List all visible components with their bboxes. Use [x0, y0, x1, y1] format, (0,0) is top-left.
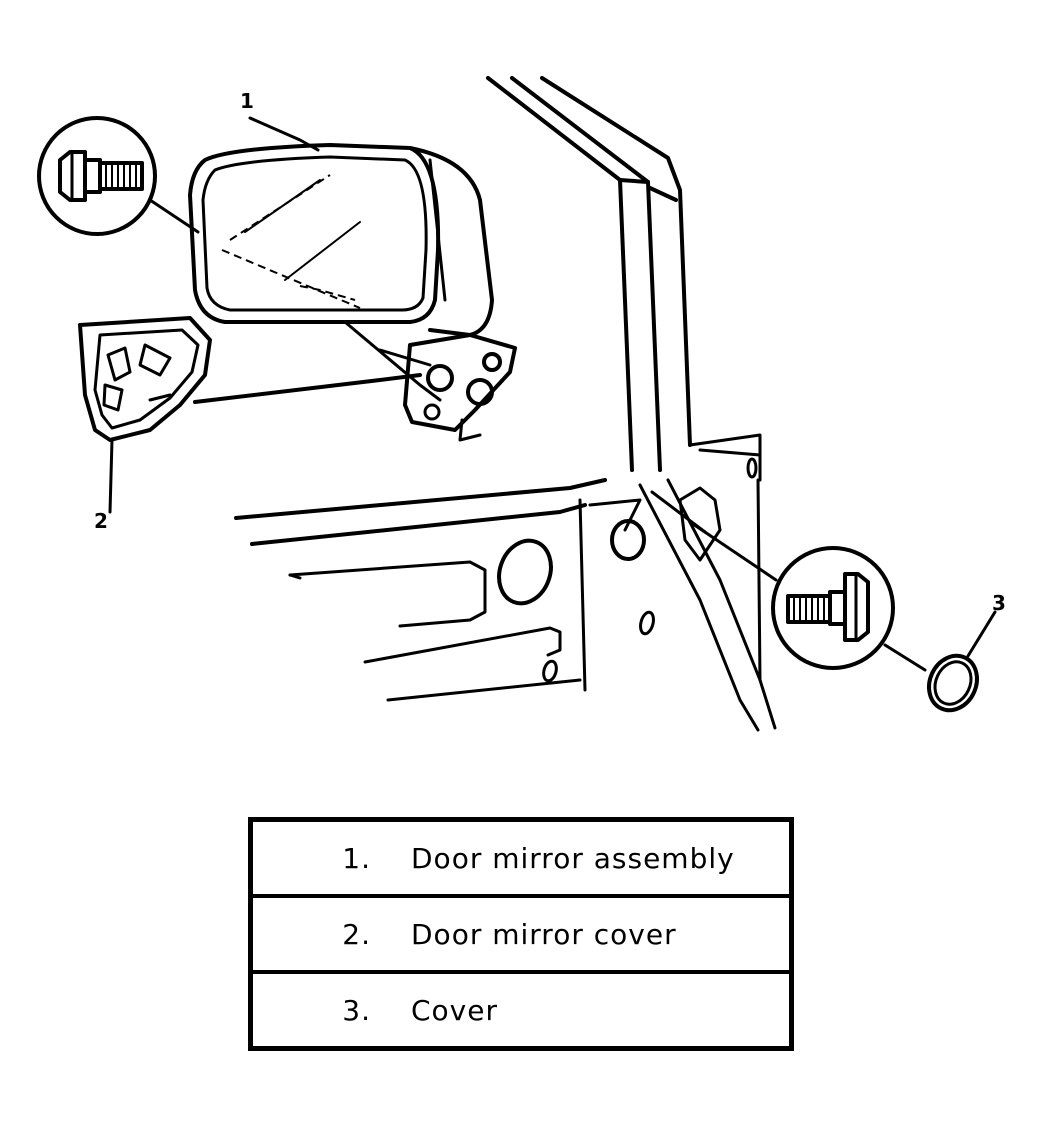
legend-label: Door mirror cover	[371, 894, 792, 972]
mirror-diagram: 1 2 3	[37, 76, 1006, 732]
legend-number: 1.	[342, 841, 371, 875]
cover-part	[883, 643, 979, 713]
parts-legend-table: 1. Door mirror assembly 2. Door mirror c…	[248, 817, 794, 1051]
door-mirror-assembly	[188, 143, 494, 402]
legend-row: 1. Door mirror assembly	[251, 820, 792, 897]
legend-number: 2.	[250, 894, 371, 972]
callout-1: 1	[240, 89, 254, 113]
door-mirror-cover	[78, 316, 422, 442]
mirror-base	[378, 333, 517, 442]
legend-row: 3. Cover	[250, 970, 792, 1049]
legend-row: 2. Door mirror cover	[250, 894, 792, 972]
legend-label: Door mirror assembly	[411, 841, 735, 875]
door-frame	[486, 76, 777, 732]
callout-leaders	[108, 116, 997, 658]
legend-number: 3.	[250, 970, 371, 1049]
bolt-detail-upper	[37, 116, 200, 236]
bolt-detail-lower	[650, 490, 895, 670]
legend-label: Cover	[371, 970, 792, 1049]
door-panel	[234, 478, 655, 702]
callout-3: 3	[992, 591, 1006, 615]
callout-2: 2	[94, 509, 108, 533]
